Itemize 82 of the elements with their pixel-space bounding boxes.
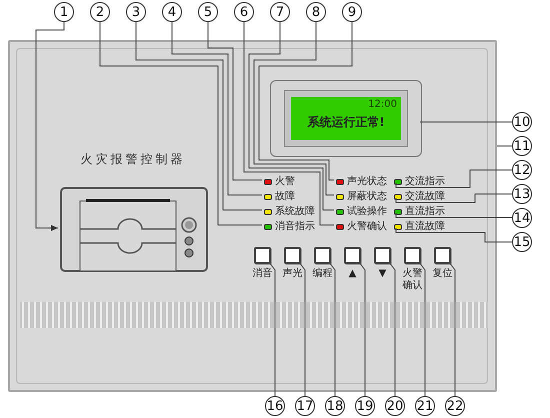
leader-line [172, 22, 262, 196]
leader-line [298, 262, 306, 396]
lcd-message: 系统运行正常! [306, 115, 386, 129]
panel-key [374, 247, 391, 264]
key-label: ▲ [348, 268, 358, 280]
panel-title: 火灾报警控制器 [80, 151, 186, 168]
panel-key [254, 247, 271, 264]
callout-number: 13 [512, 184, 532, 204]
leader-line [36, 22, 64, 231]
indicator-led [336, 194, 344, 200]
indicator-led [264, 194, 272, 200]
panel-key [434, 247, 451, 264]
callout-number: 8 [306, 2, 326, 22]
callout-number: 15 [512, 232, 532, 252]
indicator-label: 声光状态 [347, 176, 387, 188]
indicator-led [336, 179, 344, 185]
indicator-label: 火警确认 [347, 221, 387, 233]
panel-key [344, 247, 361, 264]
leader-line [388, 262, 396, 396]
indicator-led [336, 224, 344, 230]
callout-number: 1 [54, 2, 74, 22]
lcd-display [270, 80, 422, 157]
callout-number: 20 [385, 396, 405, 416]
callout-number: 17 [295, 396, 315, 416]
leader-line [418, 262, 426, 396]
leader-line [328, 262, 336, 396]
panel-key [314, 247, 331, 264]
key-label: 声光 [282, 268, 302, 280]
indicator-led [394, 224, 402, 230]
key-label: 消音 [252, 268, 272, 280]
leader-line [258, 22, 352, 180]
indicator-led [394, 209, 402, 215]
callout-number: 3 [126, 2, 146, 22]
key-label: ▼ [378, 268, 388, 280]
callout-number: 21 [415, 396, 435, 416]
indicator-label: 故障 [275, 191, 295, 203]
key-label: 复位 [432, 268, 452, 280]
leader-line [358, 262, 366, 396]
key-label: 火警确认 [402, 268, 422, 292]
indicator-label: 系统故障 [275, 206, 315, 218]
callout-number: 22 [445, 396, 465, 416]
leader-line [396, 194, 512, 203]
indicator-label: 直流指示 [405, 206, 445, 218]
indicator-label: 试验操作 [347, 206, 387, 218]
indicator-led [394, 194, 402, 200]
leader-line [268, 262, 276, 396]
leader-line [100, 22, 262, 226]
leader-line [136, 22, 262, 210]
leader-line [396, 228, 512, 242]
callout-number: 4 [162, 2, 182, 22]
panel-key [404, 247, 421, 264]
key-label: 编程 [312, 268, 332, 280]
callout-number: 16 [265, 396, 285, 416]
leader-line [396, 170, 512, 188]
leader-line [208, 22, 262, 180]
callout-number: 18 [325, 396, 345, 416]
indicator-label: 交流指示 [405, 176, 445, 188]
callout-number: 7 [270, 2, 290, 22]
callout-number: 19 [355, 396, 375, 416]
callout-number: 2 [90, 2, 110, 22]
indicator-led [394, 179, 402, 185]
callout-number: 11 [512, 136, 532, 156]
callout-number: 14 [512, 208, 532, 228]
leader-line [448, 262, 456, 396]
indicator-label: 消音指示 [275, 221, 315, 233]
printer-drawing [60, 187, 208, 272]
indicator-led [336, 209, 344, 215]
callout-number: 10 [512, 112, 532, 132]
indicator-label: 火警 [275, 176, 295, 188]
indicator-led [264, 209, 272, 215]
callout-number: 6 [234, 2, 254, 22]
indicator-label: 屏蔽状态 [347, 191, 387, 203]
leader-line [396, 212, 512, 218]
callout-number: 5 [198, 2, 218, 22]
callout-number: 12 [512, 160, 532, 180]
indicator-led [264, 224, 272, 230]
indicator-label: 直流故障 [405, 221, 445, 233]
lcd-time: 12:00 [368, 99, 397, 110]
panel-key [284, 247, 301, 264]
callout-number: 9 [342, 2, 362, 22]
indicator-label: 交流故障 [405, 191, 445, 203]
indicator-led [264, 179, 272, 185]
